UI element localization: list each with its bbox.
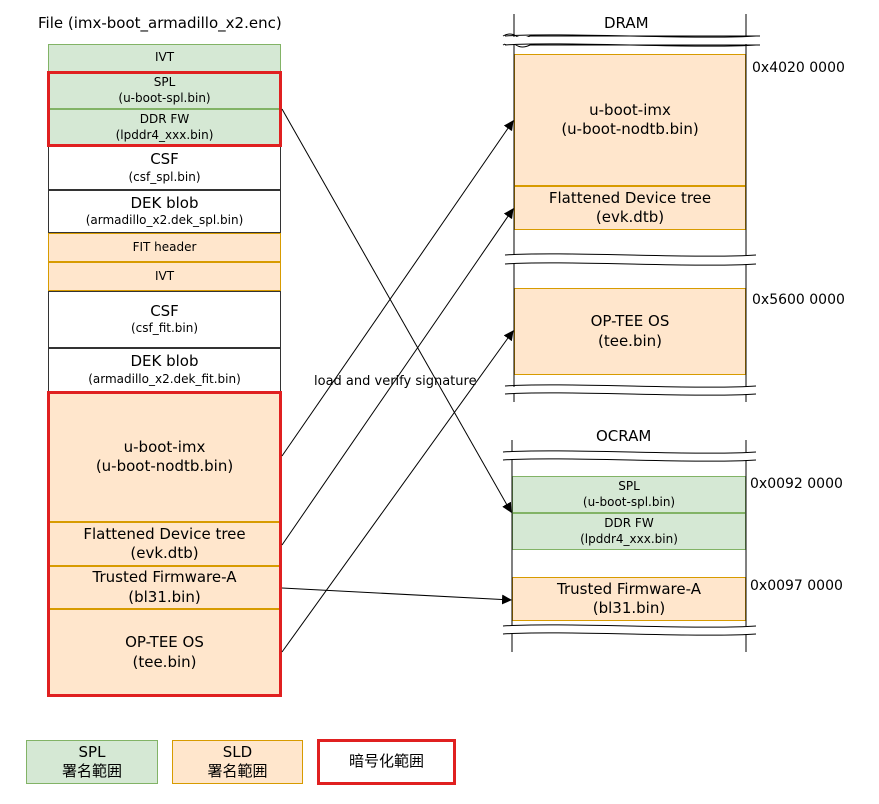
ocram-address-2: 0x0097 0000 <box>750 578 843 594</box>
dram-title: DRAM <box>604 14 649 32</box>
file-fit-header-label: FIT header <box>132 239 197 254</box>
ocram-title: OCRAM <box>596 427 652 445</box>
dram-op-tee-name: OP-TEE OS <box>590 312 670 330</box>
encrypt-frame-spl <box>47 71 282 147</box>
legend-spl: SPL 署名範囲 <box>26 740 158 784</box>
file-dek-blob-fit-file: (armadillo_x2.dek_fit.bin) <box>88 371 241 386</box>
dram-address-2: 0x5600 0000 <box>752 292 845 308</box>
file-trusted-firmware-name: Trusted Firmware-A <box>92 568 237 586</box>
legend-sld-line1: SLD <box>222 743 253 762</box>
arrow-spl-to-ocram <box>281 108 512 513</box>
dram-address-1: 0x4020 0000 <box>752 60 845 76</box>
file-ddr-fw-name: DDR FW <box>139 111 190 126</box>
ocram-spl-file: (u-boot-spl.bin) <box>582 494 676 509</box>
dram-op-tee-file: (tee.bin) <box>597 331 662 350</box>
file-spl-name: SPL <box>153 74 176 89</box>
ocram-spl-name: SPL <box>618 478 640 493</box>
ocram-break-top <box>502 450 758 462</box>
dram-u-boot-imx: u-boot-imx (u-boot-nodtb.bin) <box>514 54 746 186</box>
file-csf-fit-file: (csf_fit.bin) <box>130 321 199 336</box>
file-u-boot-imx-name: u-boot-imx <box>123 437 206 456</box>
file-fit-header: FIT header <box>48 233 281 262</box>
file-fdt-file: (evk.dtb) <box>130 544 199 562</box>
dram-fdt-name: Flattened Device tree <box>548 188 712 207</box>
file-op-tee-name: OP-TEE OS <box>125 633 204 651</box>
file-spl-file: (u-boot-spl.bin) <box>118 90 211 105</box>
legend-encrypt: 暗号化範囲 <box>317 739 456 785</box>
file-csf-spl-name: CSF <box>150 150 179 169</box>
ocram-trusted-firmware-file: (bl31.bin) <box>592 599 666 617</box>
file-op-tee-file: (tee.bin) <box>132 652 197 671</box>
file-trusted-firmware-file: (bl31.bin) <box>128 587 201 606</box>
file-csf-fit-name: CSF <box>150 301 179 320</box>
legend-encrypt-label: 暗号化範囲 <box>348 752 424 771</box>
ocram-ddr-fw-file: (lpddr4_xxx.bin) <box>580 531 678 546</box>
file-ivt-2-label: IVT <box>154 268 175 283</box>
dram-break-top <box>502 33 760 48</box>
arrow-optee-to-dram <box>281 330 514 653</box>
file-csf-fit: CSF (csf_fit.bin) <box>48 291 281 348</box>
legend-sld-line2: 署名範囲 <box>207 762 268 780</box>
file-dek-blob-spl-file: (armadillo_x2.dek_spl.bin) <box>85 213 244 228</box>
arrow-atf-to-ocram <box>281 587 512 605</box>
legend-spl-line2: 署名範囲 <box>61 762 122 780</box>
ocram-address-1: 0x0092 0000 <box>750 476 843 492</box>
ocram-ddr-fw: DDR FW (lpddr4_xxx.bin) <box>512 513 746 550</box>
file-dek-blob-fit-name: DEK blob <box>130 352 199 371</box>
legend-spl-line1: SPL <box>78 743 106 762</box>
file-u-boot-imx: u-boot-imx (u-boot-nodtb.bin) <box>48 392 281 522</box>
file-fdt-name: Flattened Device tree <box>83 524 246 543</box>
dram-break-middle <box>504 253 758 266</box>
ocram-trusted-firmware-name: Trusted Firmware-A <box>557 579 701 598</box>
dram-fdt-file: (evk.dtb) <box>595 208 665 226</box>
file-dek-blob-fit: DEK blob (armadillo_x2.dek_fit.bin) <box>48 348 281 392</box>
arrow-uboot-to-dram <box>281 120 514 457</box>
dram-u-boot-imx-file: (u-boot-nodtb.bin) <box>561 120 699 138</box>
encrypt-frame-fit <box>47 391 282 697</box>
ocram-spl: SPL (u-boot-spl.bin) <box>512 476 746 513</box>
dram-break-bottom <box>504 384 758 396</box>
file-fdt: Flattened Device tree (evk.dtb) <box>48 522 281 566</box>
ocram-trusted-firmware: Trusted Firmware-A (bl31.bin) <box>512 577 746 621</box>
ocram-break-bottom <box>502 624 758 636</box>
ocram-ddr-fw-name: DDR FW <box>604 515 654 530</box>
file-ddr-fw: DDR FW (lpddr4_xxx.bin) <box>48 109 281 146</box>
dram-outline <box>513 14 747 402</box>
dram-u-boot-imx-name: u-boot-imx <box>589 100 671 119</box>
arrow-fdt-to-dram <box>281 208 514 546</box>
ocram-outline <box>511 440 747 652</box>
arrow-label: load and verify signature <box>314 374 477 389</box>
file-trusted-firmware: Trusted Firmware-A (bl31.bin) <box>48 566 281 609</box>
file-u-boot-imx-file: (u-boot-nodtb.bin) <box>95 457 234 475</box>
file-title: File (imx-boot_armadillo_x2.enc) <box>38 14 282 32</box>
file-ivt-2: IVT <box>48 262 281 291</box>
file-ddr-fw-file: (lpddr4_xxx.bin) <box>115 127 214 142</box>
dram-fdt: Flattened Device tree (evk.dtb) <box>514 186 746 230</box>
file-op-tee: OP-TEE OS (tee.bin) <box>48 609 281 696</box>
file-dek-blob-spl: DEK blob (armadillo_x2.dek_spl.bin) <box>48 190 281 233</box>
file-dek-blob-spl-name: DEK blob <box>130 193 199 212</box>
legend-sld: SLD 署名範囲 <box>172 740 303 784</box>
file-ivt-1-label: IVT <box>154 50 175 65</box>
file-csf-spl-file: (csf_spl.bin) <box>128 169 201 184</box>
